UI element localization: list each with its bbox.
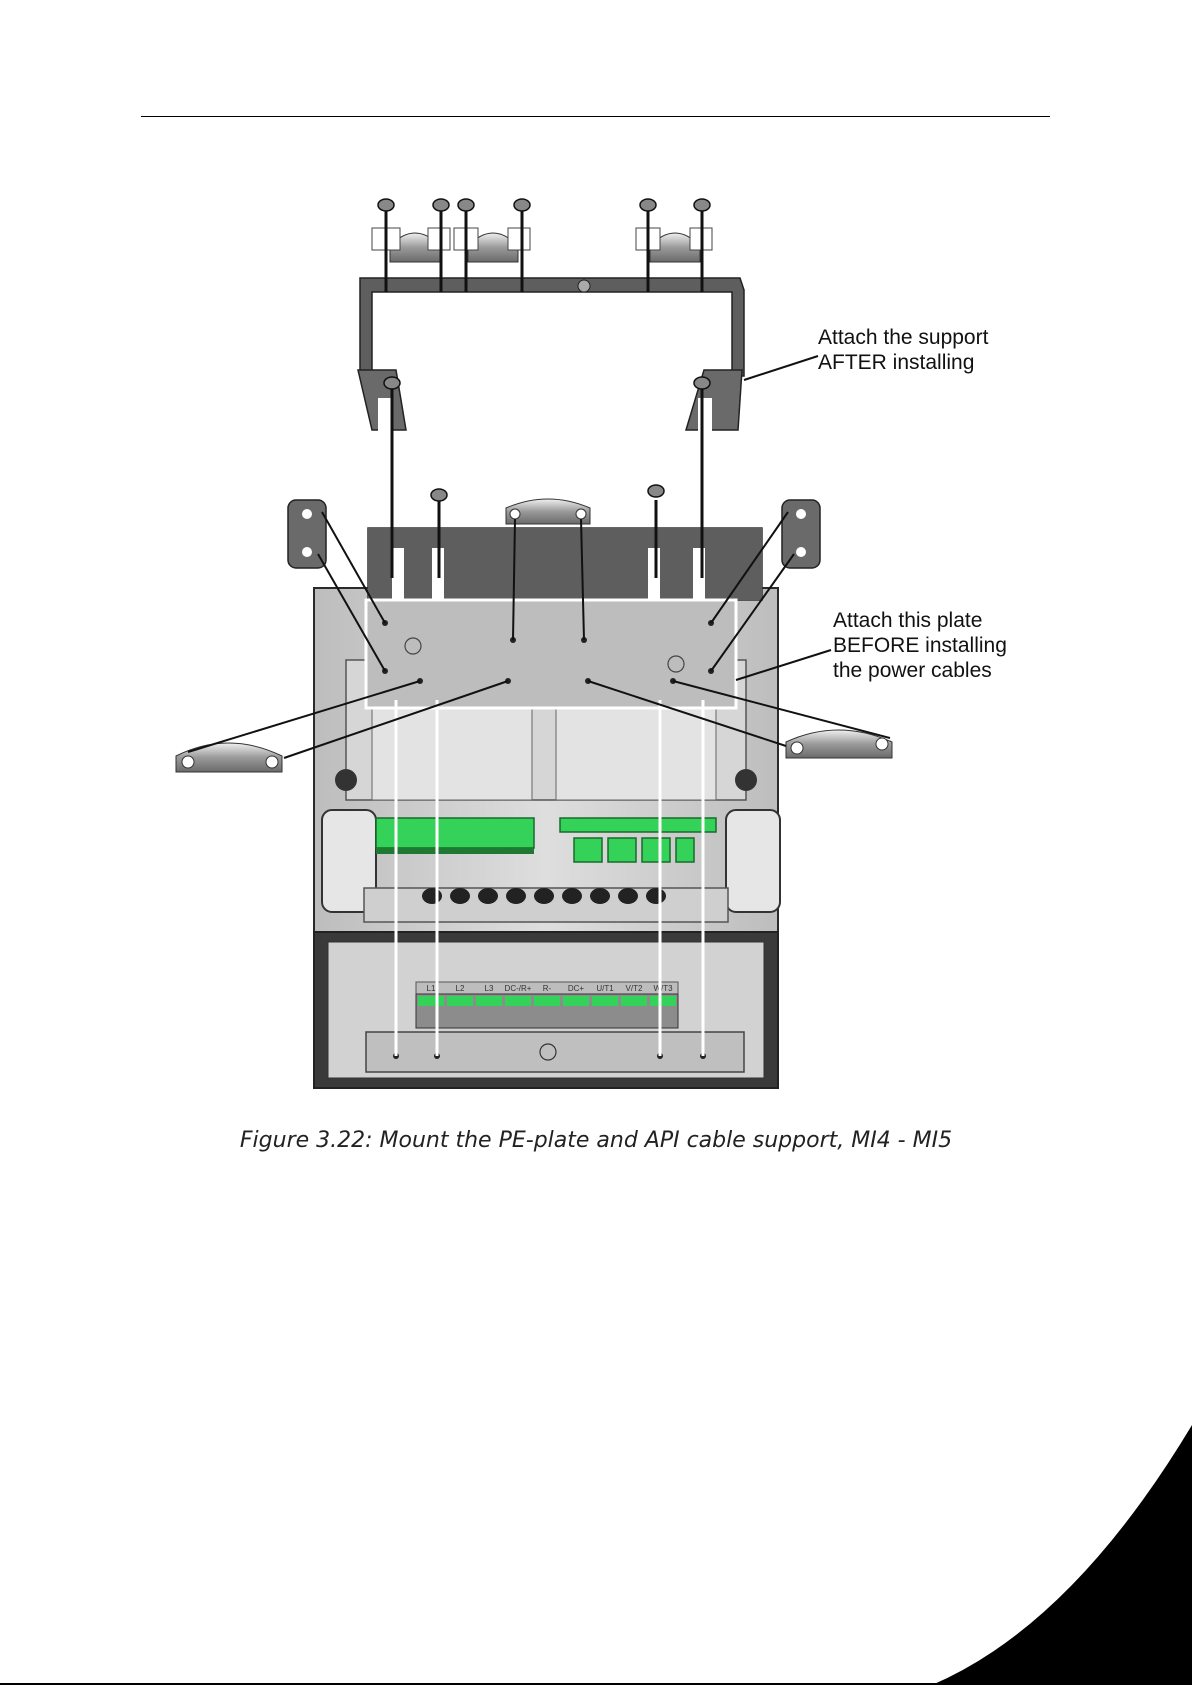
callout-line: Attach this plate [833, 608, 1007, 633]
figure-caption: Figure 3.22: Mount the PE-plate and API … [0, 1128, 1192, 1153]
api-cable-support [358, 278, 744, 432]
terminal-label: L1 [427, 984, 436, 993]
callout-line: Attach the support [818, 325, 988, 350]
corner-stripes-decoration [872, 1425, 1192, 1685]
terminal-label: R- [543, 984, 552, 993]
terminal-label: DC-/R+ [505, 984, 532, 993]
callout-line: the power cables [833, 658, 1007, 683]
bottom-pe-plate [366, 1032, 744, 1072]
callout-line: BEFORE installing [833, 633, 1007, 658]
callout-line: AFTER installing [818, 350, 988, 375]
terminal-label: U/T1 [596, 984, 614, 993]
installation-figure: L1 L2 L3 DC-/R+ R- DC+ U/T1 V/T2 W/T3 [0, 0, 1192, 1120]
cable-entry-holes [422, 888, 666, 904]
terminal-label: V/T2 [626, 984, 643, 993]
terminal-label: L3 [485, 984, 494, 993]
power-terminal-block: L1 L2 L3 DC-/R+ R- DC+ U/T1 V/T2 W/T3 [416, 982, 678, 1028]
terminal-label: DC+ [568, 984, 585, 993]
terminal-label: L2 [456, 984, 465, 993]
support-clamps [372, 228, 712, 262]
terminal-label: W/T3 [653, 984, 673, 993]
